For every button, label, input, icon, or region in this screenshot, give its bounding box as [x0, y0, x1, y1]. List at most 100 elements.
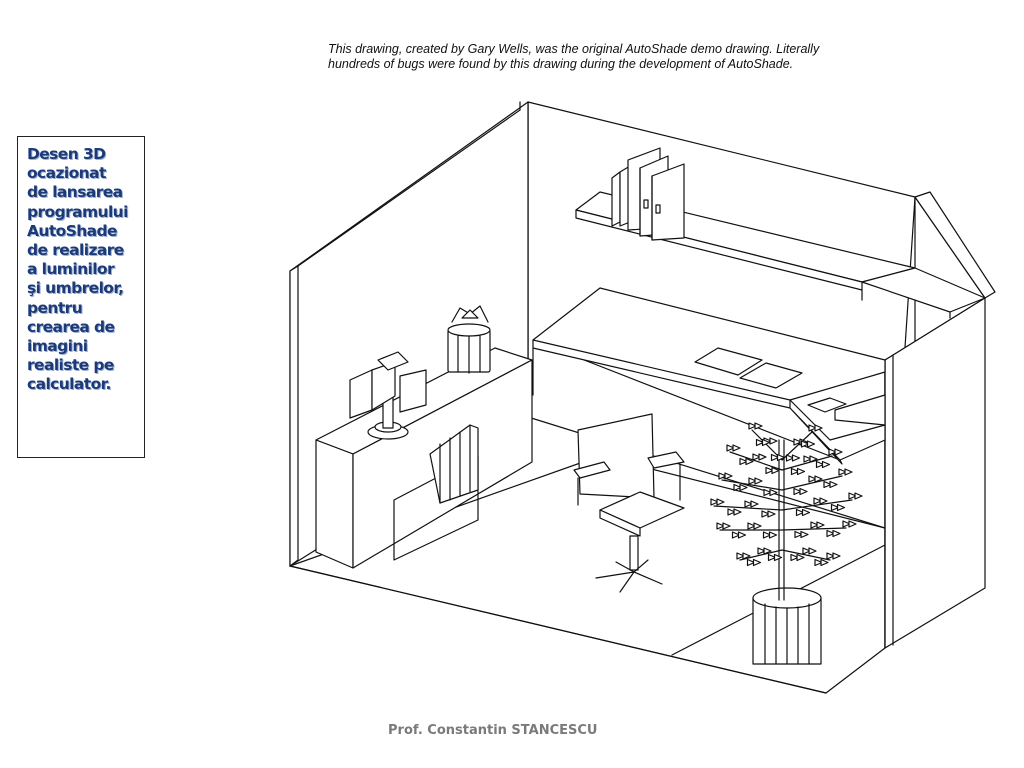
tree-leaf	[838, 505, 845, 511]
tree-leaf	[811, 522, 818, 528]
tree-leaf	[797, 510, 804, 516]
tree-leaf	[734, 509, 741, 515]
tree-leaf	[794, 489, 801, 495]
side-note-line: imagini	[27, 337, 88, 356]
tree-leaf	[772, 468, 779, 474]
tree-leaf	[755, 478, 762, 484]
caption-line-2: hundreds of bugs were found by this draw…	[328, 57, 794, 71]
side-note-line: ocazionat	[27, 164, 106, 183]
tree-leaf	[833, 531, 840, 537]
tree-leaf	[772, 455, 779, 461]
tree-leaf	[809, 548, 816, 554]
side-note-line: crearea de	[27, 317, 115, 336]
side-note-line: a luminilor	[27, 260, 115, 279]
tree-leaf	[829, 449, 836, 455]
tree-leaf	[755, 423, 762, 429]
tree-leaf	[833, 553, 840, 559]
tree-leaf	[739, 532, 746, 538]
tree-leaf	[798, 469, 805, 475]
tree-leaf	[802, 441, 809, 447]
side-note-line: de lansarea	[27, 183, 123, 202]
tree-leaf	[751, 501, 758, 507]
tree-leaf	[787, 455, 794, 461]
tree-leaf	[770, 438, 777, 444]
tree-leaf	[740, 459, 747, 465]
tree-leaf	[823, 462, 830, 468]
tree-leaf	[843, 521, 850, 527]
small-plant	[448, 306, 490, 373]
tree-leaf	[815, 425, 822, 431]
tree-leaf	[762, 511, 769, 517]
tree-leaf	[791, 555, 798, 561]
tree-leaf	[740, 485, 747, 491]
tree-leaf	[719, 473, 726, 479]
side-note-line: AutoShade	[27, 221, 118, 240]
shelf-books	[612, 148, 684, 240]
desk-lamp	[350, 352, 426, 439]
room-right-wall	[885, 192, 995, 648]
tree-leaf	[775, 555, 782, 561]
tree-leaf	[723, 523, 730, 529]
tree-leaf	[757, 440, 764, 446]
side-note-box: Desen 3D ocazionat de lansarea programul…	[17, 136, 145, 458]
tree-leaf	[830, 482, 837, 488]
tree-leaf	[759, 454, 766, 460]
tree-leaf	[749, 423, 756, 429]
tree-leaf	[748, 523, 755, 529]
tree-leaf	[827, 553, 834, 559]
caption-line-1: This drawing, created by Gary Wells, was…	[328, 42, 820, 56]
tree-leaf	[800, 489, 807, 495]
tree-leaf	[849, 521, 856, 527]
tree-leaf	[737, 553, 744, 559]
desk-papers	[695, 348, 846, 412]
tree-leaf	[803, 510, 810, 516]
tree-leaf	[817, 522, 824, 528]
tree-leaf	[793, 455, 800, 461]
tree-leaf	[717, 499, 724, 505]
tree-leaf	[749, 478, 756, 484]
tree-leaf	[820, 498, 827, 504]
tree-leaf	[748, 560, 755, 566]
tree-leaf	[754, 523, 761, 529]
side-note-line: realiste pe	[27, 356, 114, 375]
side-note-line: şi umbrelor,	[27, 279, 124, 298]
tree-leaf	[810, 456, 817, 462]
side-note-line: de realizare	[27, 241, 124, 260]
tree-leaf	[839, 469, 846, 475]
tree-leaf	[797, 555, 804, 561]
tree-leaf	[769, 555, 776, 561]
author-credit: Prof. Constantin STANCESCU	[388, 723, 598, 738]
tree-leaf	[849, 493, 856, 499]
side-note-line: calculator.	[27, 375, 111, 394]
tree-leaf	[778, 455, 785, 461]
tree-leaf	[803, 548, 810, 554]
tree-leaf	[745, 501, 752, 507]
tree-leaf	[770, 490, 777, 496]
tree-leaf	[809, 425, 816, 431]
tree-leaf	[764, 548, 771, 554]
tree-leaves	[711, 423, 862, 566]
tree-leaf	[753, 454, 760, 460]
tree-leaf	[815, 476, 822, 482]
tree-branches	[714, 430, 852, 560]
tree-leaf	[845, 469, 852, 475]
tree-leaf	[725, 473, 732, 479]
tree-leaf	[766, 468, 773, 474]
tree-leaf	[764, 532, 771, 538]
side-note-line: Desen 3D	[27, 145, 106, 163]
tree-leaf	[794, 439, 801, 445]
tree-leaf	[817, 462, 824, 468]
tree-leaf	[832, 505, 839, 511]
tree-leaf	[763, 440, 770, 446]
office-chair	[574, 414, 684, 592]
tree-leaf	[717, 523, 724, 529]
tree-leaf	[727, 445, 734, 451]
tree-leaf	[770, 532, 777, 538]
drawing-caption: This drawing, created by Gary Wells, was…	[328, 42, 968, 72]
tree-leaf	[711, 499, 718, 505]
tree-leaf	[855, 493, 862, 499]
tree-leaf	[801, 532, 808, 538]
side-note-line: pentru	[27, 298, 83, 317]
tree-leaf	[733, 445, 740, 451]
